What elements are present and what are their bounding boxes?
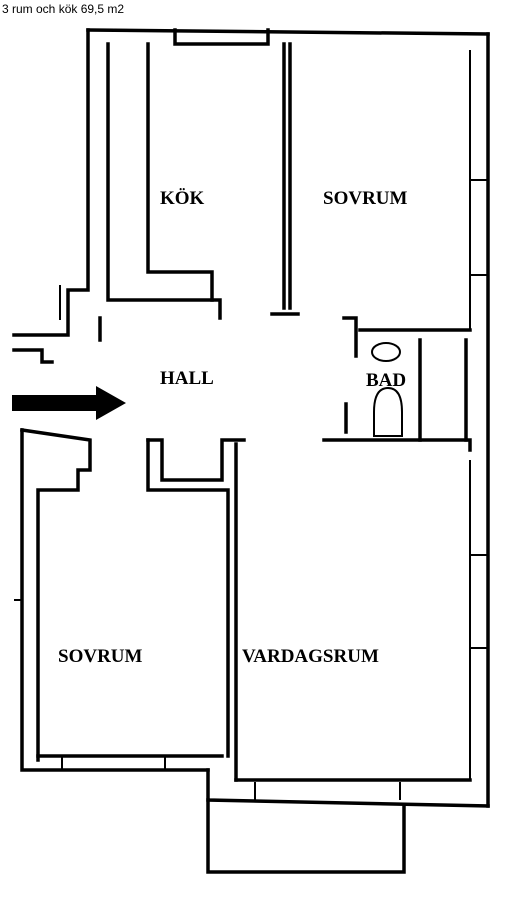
room-label-sovrum-bottom: SOVRUM [58, 646, 143, 667]
kitchen-wall-inner [146, 42, 214, 302]
kitchen-wall-left [106, 42, 222, 320]
entrance-stub-top [12, 348, 54, 364]
bath-bottom-wall [322, 438, 472, 452]
outer-walls [12, 28, 490, 874]
balcony [206, 798, 406, 874]
sink-icon [371, 342, 401, 362]
bath-shaft [418, 338, 468, 442]
top-wall [86, 28, 490, 36]
floor-plan-caption: 3 rum och kök 69,5 m2 [2, 2, 125, 16]
room-label-bad: BAD [366, 370, 406, 391]
outer-left-bottom [20, 428, 210, 772]
entrance-arrow-icon [12, 386, 126, 420]
bottom-window-left [61, 756, 166, 770]
room-label-kok: KÖK [160, 188, 205, 209]
bedroom-bottom-right-wall [146, 438, 230, 758]
top-window [173, 28, 270, 46]
left-wall-lower [20, 428, 92, 762]
left-wall-upper [12, 28, 90, 337]
right-window-top [469, 50, 488, 330]
bottom-wall-right [206, 768, 490, 808]
hall-closet [146, 438, 246, 482]
bath-door-jamb-top [342, 316, 358, 358]
bath-fixtures [371, 342, 403, 437]
room-label-hall: HALL [160, 368, 214, 389]
toilet-icon [373, 386, 403, 437]
bottom-window-right [254, 782, 401, 800]
kitchen-bedroom-partition [282, 42, 292, 310]
interior-walls [98, 42, 472, 782]
right-window-bottom [469, 460, 488, 780]
room-label-sovrum-top: SOVRUM [323, 188, 408, 209]
room-label-vardagsrum: VARDAGSRUM [242, 646, 379, 667]
